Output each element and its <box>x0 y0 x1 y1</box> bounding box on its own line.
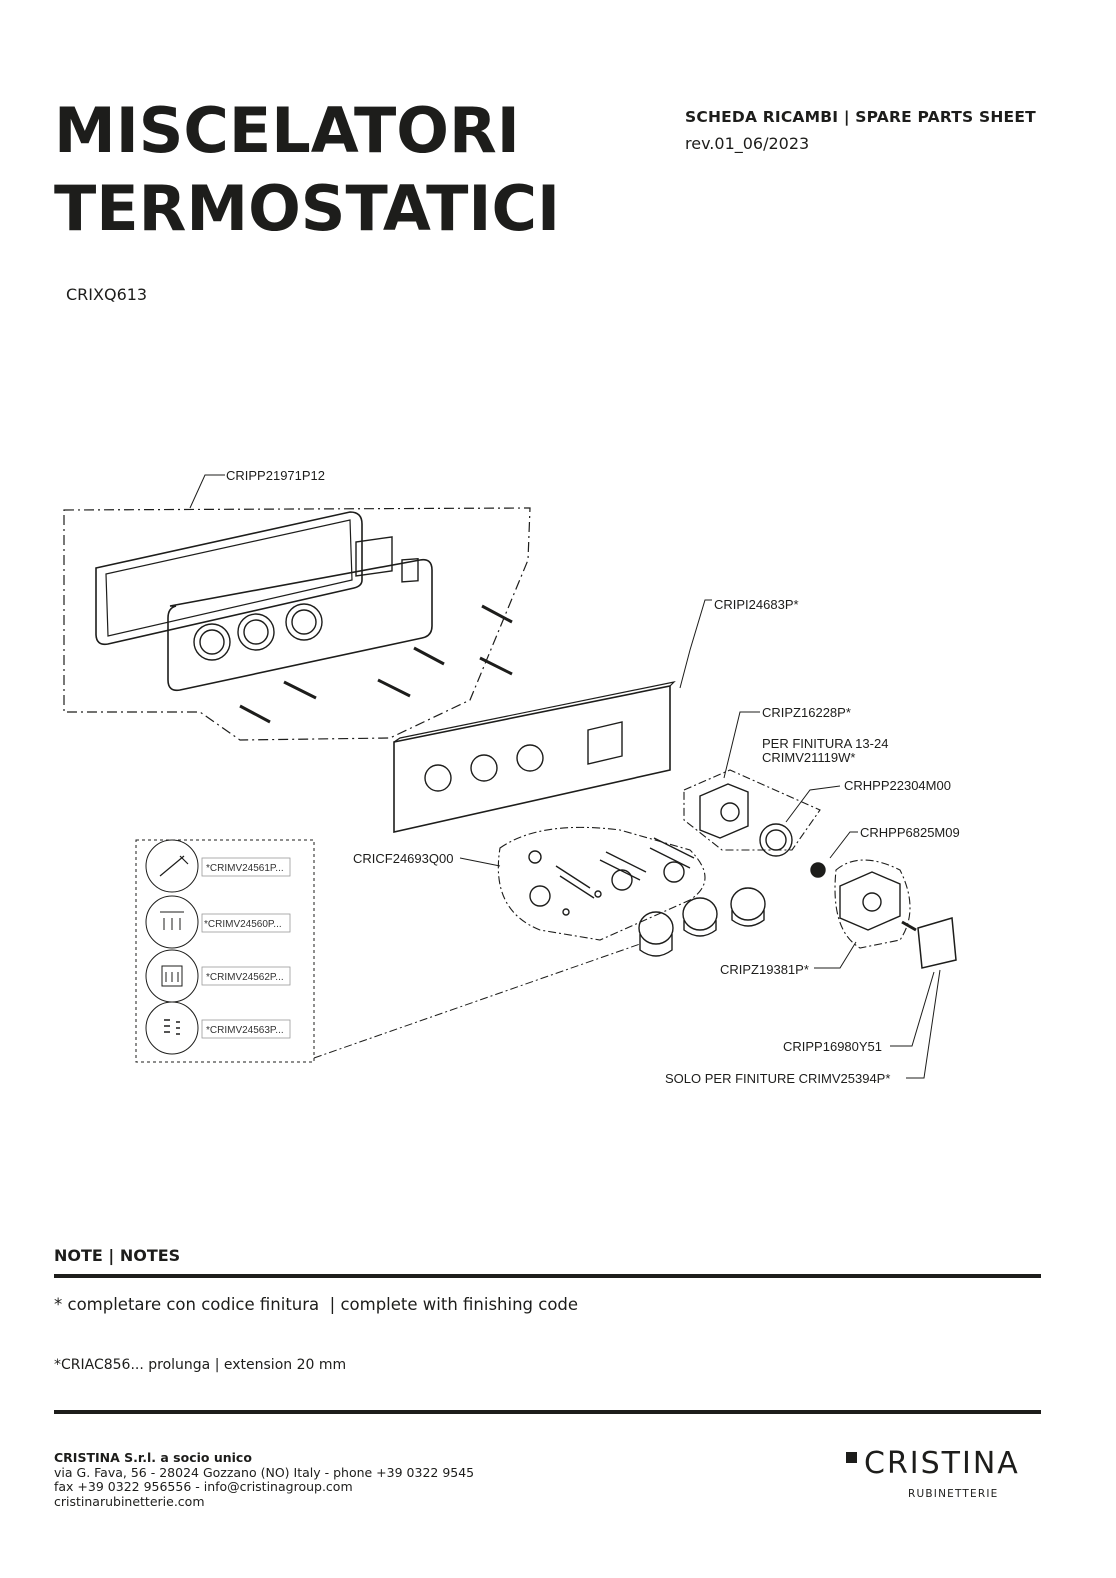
callout-finish-note-1: PER FINITURA 13-24 <box>762 736 888 751</box>
company-name: CRISTINA S.r.l. a socio unico <box>54 1450 252 1465</box>
diverter-body <box>839 871 901 931</box>
callout-finish-note-2: CRIMV21119W* <box>762 750 855 765</box>
callout-ring: CRHPP22304M00 <box>844 778 951 793</box>
company-info: CRISTINA S.r.l. a socio unico via G. Fav… <box>54 1450 475 1509</box>
cartridge-kit-outline <box>497 826 706 941</box>
gasket-frame <box>95 511 363 646</box>
callout-cartridge-kit: CRICF24693Q00 <box>353 851 453 866</box>
rain-shower-icon <box>161 965 183 987</box>
mounting-plate <box>167 558 433 692</box>
hand-shower-icon <box>159 855 189 877</box>
body-jets-icon <box>164 1019 180 1035</box>
logo-brand: CRISTINA <box>864 1446 1020 1481</box>
document-title: MISCELATORI TERMOSTATICI <box>54 92 560 248</box>
frame-kit-outline <box>63 507 531 741</box>
notes-bottom-rule <box>54 1410 1041 1414</box>
knob-options-box <box>135 839 315 1063</box>
callout-body-cap: CRIPZ16228P* <box>762 705 851 720</box>
callout-frame-kit: CRIPP21971P12 <box>226 468 325 483</box>
knobs <box>638 887 766 957</box>
body-cap <box>699 783 749 839</box>
callout-plate: CRIPI24683P* <box>714 597 799 612</box>
notes-top-rule <box>54 1274 1041 1278</box>
square-button <box>917 917 957 969</box>
exploded-parts-drawing: CRIPP21971P12 CRIPI24683P* CRIPZ16228P* … <box>63 468 960 1086</box>
company-address: via G. Fava, 56 - 28024 Gozzano (NO) Ita… <box>54 1464 475 1480</box>
sheet-label: SCHEDA RICAMBI | SPARE PARTS SHEET <box>685 108 1036 126</box>
cover-plate <box>393 685 671 833</box>
logo-square-icon <box>846 1452 857 1463</box>
revision: rev.01_06/2023 <box>685 134 810 153</box>
notes-heading: NOTE | NOTES <box>54 1246 181 1265</box>
company-website: cristinarubinetterie.com <box>54 1493 205 1509</box>
knob-option-code: *CRIMV24563P... <box>206 1025 284 1036</box>
company-fax-email: fax +39 0322 956556 - info@cristinagroup… <box>54 1479 353 1494</box>
callout-finish-only: SOLO PER FINITURE CRIMV25394P* <box>665 1071 890 1086</box>
product-code: CRIXQ613 <box>66 285 148 304</box>
callout-square-button: CRIPP16980Y51 <box>783 1039 882 1054</box>
note-line-2: *CRIAC856... prolunga | extension 20 mm <box>54 1357 347 1373</box>
screws <box>239 604 513 724</box>
knob-option-code: *CRIMV24562P... <box>206 972 284 983</box>
overhead-shower-icon <box>160 911 184 930</box>
knob-option-code: *CRIMV24560P... <box>204 919 282 930</box>
logo-subtitle: RUBINETTERIE <box>908 1488 999 1500</box>
title-line-2: TERMOSTATICI <box>54 172 561 245</box>
callout-nut: CRHPP6825M09 <box>860 825 960 840</box>
nut-part <box>810 862 826 878</box>
callout-diverter-body: CRIPZ19381P* <box>720 962 809 977</box>
title-line-1: MISCELATORI <box>54 94 520 167</box>
cristina-logo: CRISTINA RUBINETTERIE <box>846 1446 1042 1506</box>
ring-part <box>759 823 793 857</box>
knob-option-code: *CRIMV24561P... <box>206 863 284 874</box>
note-line-1: * completare con codice finitura | compl… <box>54 1295 579 1314</box>
